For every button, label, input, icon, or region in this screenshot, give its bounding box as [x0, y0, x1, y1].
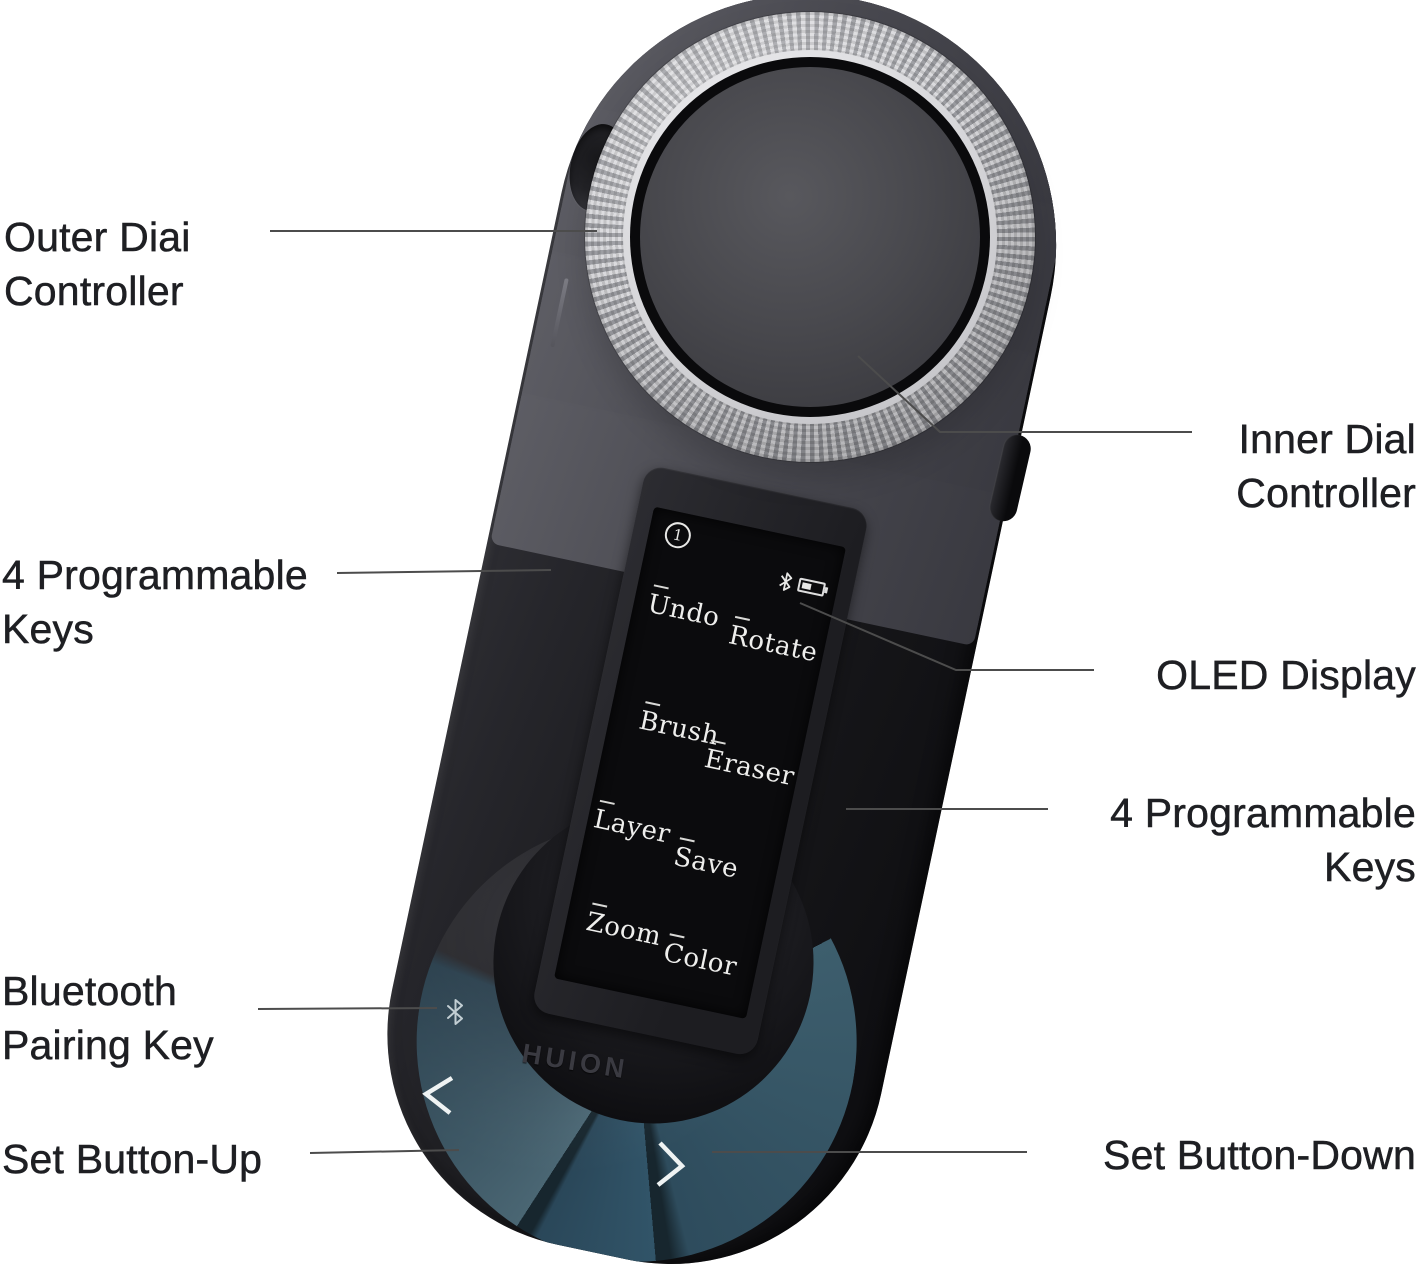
oled-function-eraser: Eraser — [702, 739, 798, 792]
oled-function-save: Save — [671, 837, 742, 885]
key-tick — [679, 837, 695, 843]
oled-display: 1 Undo Rotate — [530, 464, 870, 1058]
key-tick — [599, 799, 615, 805]
key-tick — [653, 584, 669, 590]
label-outer-dial-controller: Outer Diai Controller — [4, 214, 191, 315]
oled-function-undo: Undo — [645, 584, 724, 633]
key-tick — [734, 615, 750, 622]
oled-function-layer: Layer — [591, 799, 674, 850]
battery-icon — [796, 577, 827, 597]
screen-function-row: Layer Save — [591, 798, 784, 885]
dial-controller — [585, 12, 1035, 462]
label-set-button-down: Set Button-Down — [1103, 1132, 1416, 1179]
label-right-programmable-keys: 4 Programmable Keys — [1110, 790, 1416, 891]
screen-function-row: Brush Eraser — [614, 694, 806, 792]
oled-function-color: Color — [661, 933, 741, 983]
screen-function-row: Zoom Color — [571, 898, 763, 983]
preset-number-badge: 1 — [662, 519, 694, 551]
label-bluetooth-pairing-key: Bluetooth Pairing Key — [2, 968, 214, 1069]
label-oled-display: OLED Display — [1156, 652, 1416, 699]
label-set-button-up: Set Button-Up — [2, 1136, 263, 1183]
key-tick — [710, 739, 726, 745]
device-body: 1 Undo Rotate — [347, 0, 1103, 1266]
bluetooth-icon — [779, 572, 793, 591]
label-left-programmable-keys: 4 Programmable Keys — [2, 552, 308, 653]
oled-screen: 1 Undo Rotate — [554, 506, 846, 1019]
inner-dial-disc — [640, 67, 980, 407]
key-tick — [645, 701, 661, 707]
oled-function-zoom: Zoom — [583, 902, 665, 952]
label-inner-dial-controller: Inner Dial Controller — [1236, 416, 1416, 517]
key-tick — [669, 933, 685, 939]
key-tick — [592, 902, 608, 908]
screen-status-icons — [777, 570, 827, 599]
oled-function-rotate: Rotate — [726, 615, 821, 668]
